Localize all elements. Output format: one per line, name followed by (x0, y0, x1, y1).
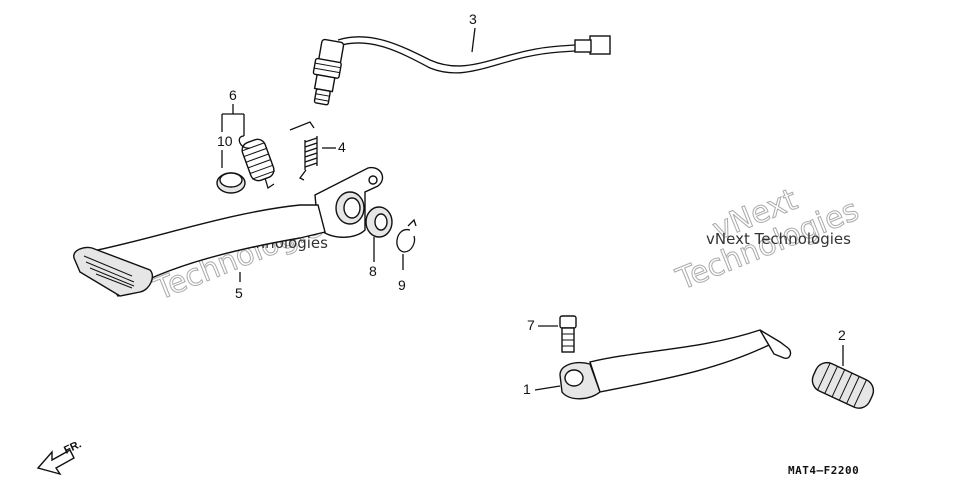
callout-9: 9 (398, 277, 406, 293)
callout-4: 4 (338, 139, 346, 155)
callout-10: 10 (217, 133, 233, 149)
front-direction-indicator: FR. (36, 438, 83, 476)
callout-8: 8 (369, 263, 377, 279)
callout-1: 1 (523, 381, 531, 397)
callout-7: 7 (527, 317, 535, 333)
part-9-snap-ring: 9 (396, 218, 417, 293)
part-5-brake-pedal: 5 (73, 166, 384, 301)
part-10-collar: 10 (216, 133, 246, 194)
callout-3: 3 (469, 11, 477, 27)
front-arrow-icon (36, 449, 75, 476)
watermark-right: vNext Technologies vNext Technologies (670, 182, 864, 299)
part-2-rubber-grip: 2 (811, 327, 875, 409)
part-6-return-spring: 6 (221, 87, 275, 190)
callout-6: 6 (229, 87, 237, 103)
part-7-bolt: 7 (527, 315, 577, 353)
part-4-spring: 4 (289, 121, 346, 181)
callout-5: 5 (235, 285, 243, 301)
part-3-stop-switch: 3 (312, 11, 611, 106)
reference-code: MAT4–F2200 (788, 464, 859, 477)
part-8-washer: 8 (365, 206, 393, 279)
part-1-gearshift-pedal: 1 (523, 329, 792, 400)
watermark-right-small: vNext Technologies (706, 230, 851, 248)
callout-2: 2 (838, 327, 846, 343)
direction-label: FR. (62, 438, 83, 456)
